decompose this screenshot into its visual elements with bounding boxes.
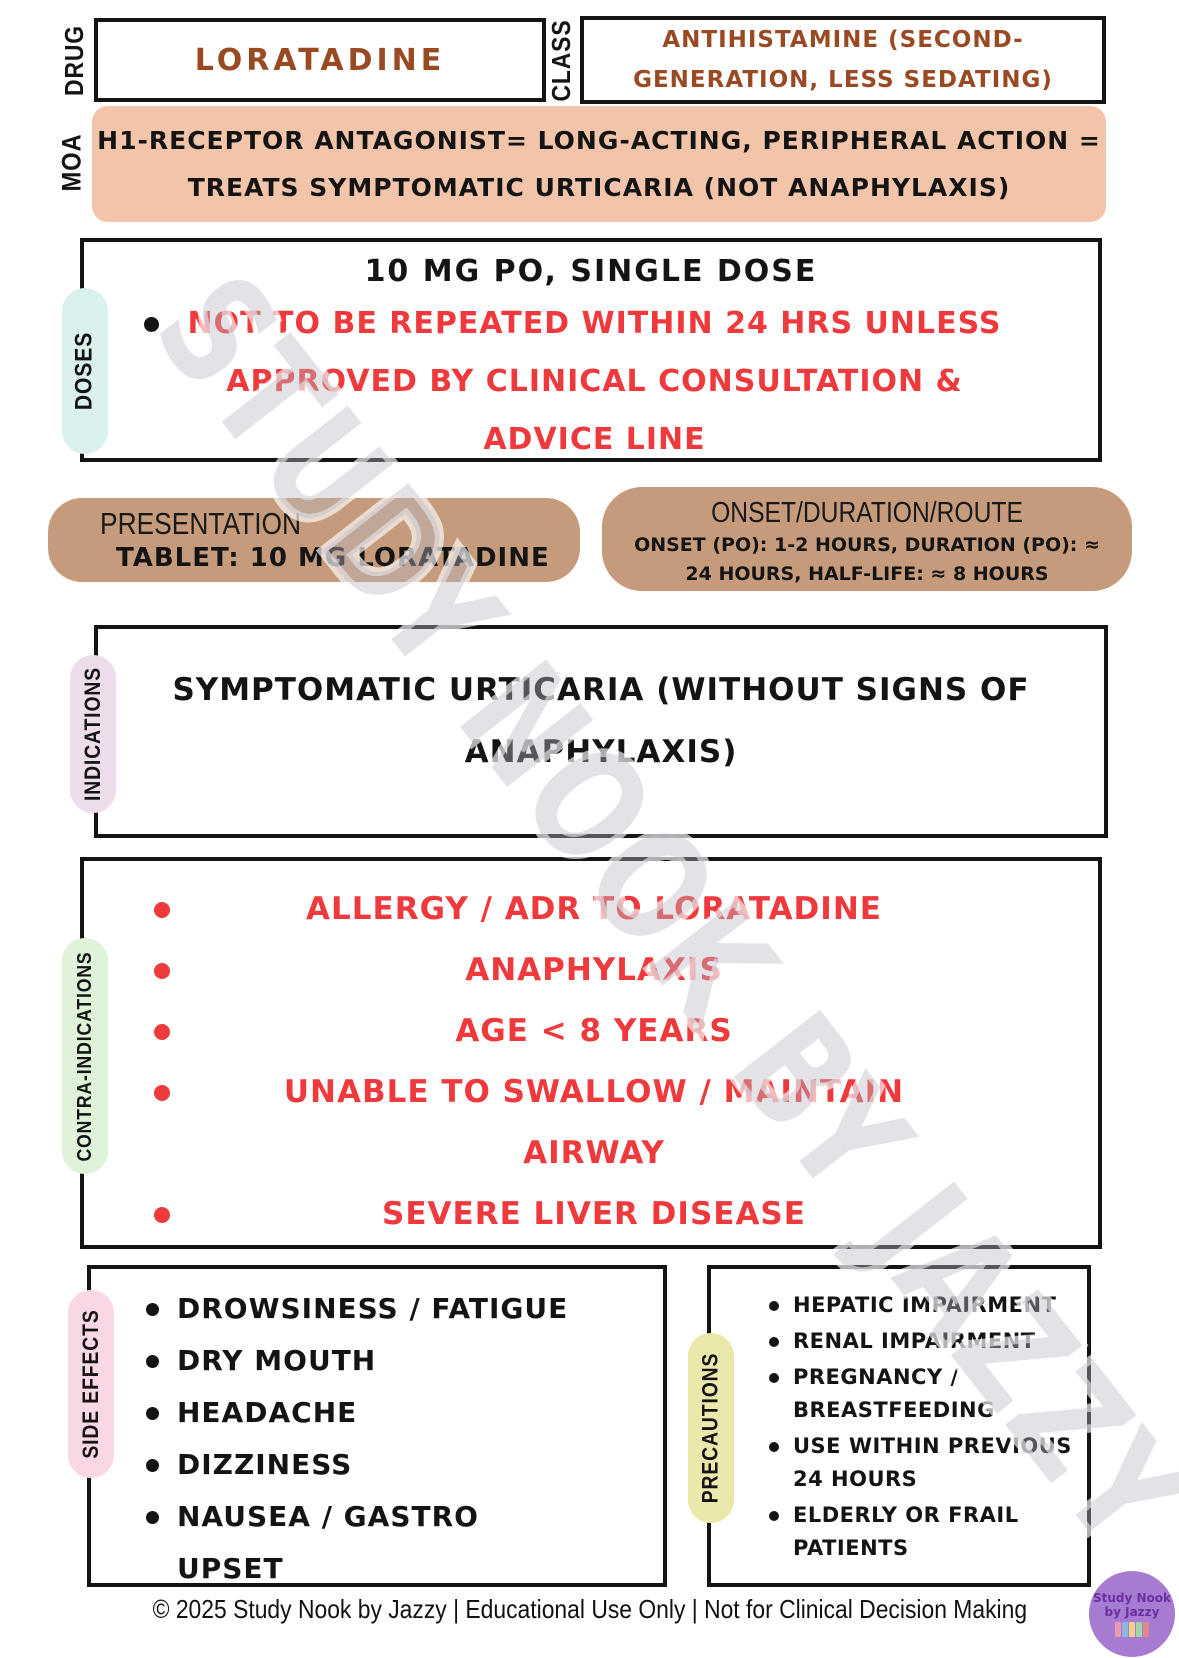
logo-badge: Study Nook by Jazzy bbox=[1089, 1571, 1175, 1657]
onset-title: ONSET/DURATION/ROUTE bbox=[711, 497, 1023, 529]
precaution-text: HEPATIC IMPAIRMENT bbox=[793, 1293, 1057, 1317]
precautions-box: HEPATIC IMPAIRMENT RENAL IMPAIRMENT PREG… bbox=[707, 1265, 1091, 1587]
indications-text: SYMPTOMATIC URTICARIA (WITHOUT SIGNS OF … bbox=[172, 672, 1030, 770]
precaution-text: RENAL IMPAIRMENT bbox=[793, 1329, 1036, 1353]
moa-side-label: MOA bbox=[54, 112, 90, 212]
contraindication-item: ANAPHYLAXIS bbox=[84, 940, 1098, 1001]
bullet-dot bbox=[769, 1442, 779, 1452]
logo-line1: Study Nook bbox=[1092, 1591, 1172, 1605]
precaution-item: USE WITHIN PREVIOUS 24 HOURS bbox=[711, 1430, 1087, 1496]
precaution-text: USE WITHIN PREVIOUS 24 HOURS bbox=[793, 1434, 1072, 1491]
precaution-item: HEPATIC IMPAIRMENT bbox=[711, 1289, 1087, 1322]
doses-headline: 10 MG PO, SINGLE DOSE bbox=[364, 254, 818, 289]
footer: © 2025 Study Nook by Jazzy | Educational… bbox=[0, 1594, 1179, 1625]
side-effect-item: DROWSINESS / FATIGUE bbox=[91, 1283, 663, 1335]
side-effect-text: NAUSEA / GASTRO UPSET bbox=[177, 1500, 479, 1585]
contraindications-side-label-text: CONTRA-INDICATIONS bbox=[73, 950, 96, 1162]
bullet-dot bbox=[769, 1301, 779, 1311]
bullet-dot bbox=[146, 1303, 159, 1316]
drug-class-box: ANTIHISTAMINE (SECOND- GENERATION, LESS … bbox=[580, 16, 1106, 104]
contraindications-box: ALLERGY / ADR TO LORATADINE ANAPHYLAXIS … bbox=[80, 857, 1102, 1249]
indications-box: SYMPTOMATIC URTICARIA (WITHOUT SIGNS OF … bbox=[94, 625, 1108, 838]
precaution-item: RENAL IMPAIRMENT bbox=[711, 1325, 1087, 1358]
drug-name-box: LORATADINE bbox=[94, 18, 546, 102]
bullet-dot bbox=[154, 1024, 170, 1040]
doses-box: 10 MG PO, SINGLE DOSE NOT TO BE REPEATED… bbox=[80, 238, 1102, 462]
precaution-item: ELDERLY OR FRAIL PATIENTS bbox=[711, 1499, 1087, 1565]
contraindication-text: UNABLE TO SWALLOW / MAINTAIN AIRWAY bbox=[283, 1074, 905, 1171]
doses-warning-text: NOT TO BE REPEATED WITHIN 24 HRS UNLESS … bbox=[187, 306, 1002, 457]
logo-line2: by Jazzy bbox=[1104, 1605, 1160, 1619]
precautions-side-label: PRECAUTIONS bbox=[688, 1333, 734, 1523]
doses-warning-row: NOT TO BE REPEATED WITHIN 24 HRS UNLESS … bbox=[84, 295, 1098, 469]
bullet-dot bbox=[146, 1355, 159, 1368]
drug-class-value: ANTIHISTAMINE (SECOND- GENERATION, LESS … bbox=[633, 26, 1053, 93]
contraindications-side-label: CONTRA-INDICATIONS bbox=[62, 938, 108, 1174]
contraindication-item: AGE < 8 YEARS bbox=[84, 1001, 1098, 1062]
indications-side-label: INDICATIONS bbox=[70, 655, 116, 813]
books-icon bbox=[1115, 1622, 1149, 1637]
drug-name: LORATADINE bbox=[194, 42, 446, 78]
moa-text: H1-RECEPTOR ANTAGONIST= LONG-ACTING, PER… bbox=[97, 125, 1101, 203]
footer-text: © 2025 Study Nook by Jazzy | Educational… bbox=[152, 1594, 1027, 1624]
side-effect-item: HEADACHE bbox=[91, 1387, 663, 1439]
bullet-dot bbox=[146, 1407, 159, 1420]
contraindication-item: ALLERGY / ADR TO LORATADINE bbox=[84, 879, 1098, 940]
precautions-side-label-text: PRECAUTIONS bbox=[698, 1352, 723, 1504]
side-effects-side-label: SIDE EFFECTS bbox=[68, 1290, 114, 1478]
moa-side-label-text: MOA bbox=[56, 132, 87, 192]
contraindication-text: AGE < 8 YEARS bbox=[455, 1013, 733, 1049]
bullet-dot bbox=[769, 1337, 779, 1347]
bullet-dot bbox=[144, 317, 159, 332]
indications-side-label-text: INDICATIONS bbox=[80, 666, 105, 802]
contraindication-item: UNABLE TO SWALLOW / MAINTAIN AIRWAY bbox=[84, 1062, 1098, 1184]
moa-box: H1-RECEPTOR ANTAGONIST= LONG-ACTING, PER… bbox=[92, 106, 1106, 222]
side-effect-item: DIZZINESS bbox=[91, 1439, 663, 1491]
onset-pill: ONSET/DURATION/ROUTE ONSET (PO): 1-2 HOU… bbox=[602, 487, 1132, 591]
bullet-dot bbox=[154, 963, 170, 979]
class-side-label-text: CLASS bbox=[546, 19, 577, 101]
doses-side-label: DOSES bbox=[62, 288, 108, 454]
contraindication-text: SEVERE LIVER DISEASE bbox=[382, 1196, 806, 1232]
contraindication-text: ANAPHYLAXIS bbox=[465, 952, 723, 988]
presentation-title: PRESENTATION bbox=[100, 506, 302, 541]
drug-side-label: DRUG bbox=[56, 18, 92, 102]
side-effect-item: DRY MOUTH bbox=[91, 1335, 663, 1387]
bullet-dot bbox=[769, 1511, 779, 1521]
precaution-text: PREGNANCY / BREASTFEEDING bbox=[793, 1365, 995, 1422]
side-effect-text: DROWSINESS / FATIGUE bbox=[177, 1292, 569, 1325]
precaution-text: ELDERLY OR FRAIL PATIENTS bbox=[793, 1503, 1019, 1560]
class-side-label: CLASS bbox=[544, 18, 580, 102]
contraindication-text: ALLERGY / ADR TO LORATADINE bbox=[306, 891, 882, 927]
bullet-dot bbox=[146, 1459, 159, 1472]
precaution-item: PREGNANCY / BREASTFEEDING bbox=[711, 1361, 1087, 1427]
bullet-dot bbox=[154, 1207, 170, 1223]
doses-side-label-text: DOSES bbox=[71, 331, 98, 411]
side-effects-box: DROWSINESS / FATIGUE DRY MOUTH HEADACHE … bbox=[87, 1265, 667, 1587]
side-effect-item: NAUSEA / GASTRO UPSET bbox=[91, 1491, 663, 1595]
side-effect-text: DRY MOUTH bbox=[177, 1344, 377, 1377]
bullet-dot bbox=[769, 1373, 779, 1383]
bullet-dot bbox=[154, 902, 170, 918]
side-effect-text: HEADACHE bbox=[177, 1396, 358, 1429]
presentation-pill: PRESENTATION TABLET: 10 MG LORATADINE bbox=[48, 498, 580, 582]
onset-detail: ONSET (PO): 1-2 HOURS, DURATION (PO): ≈ … bbox=[634, 534, 1100, 585]
side-effects-side-label-text: SIDE EFFECTS bbox=[78, 1309, 103, 1459]
drug-side-label-text: DRUG bbox=[58, 24, 89, 96]
bullet-dot bbox=[146, 1511, 159, 1524]
presentation-value: TABLET: 10 MG LORATADINE bbox=[116, 543, 550, 573]
bullet-dot bbox=[154, 1085, 170, 1101]
side-effect-text: DIZZINESS bbox=[177, 1448, 353, 1481]
contraindication-item: SEVERE LIVER DISEASE bbox=[84, 1184, 1098, 1245]
